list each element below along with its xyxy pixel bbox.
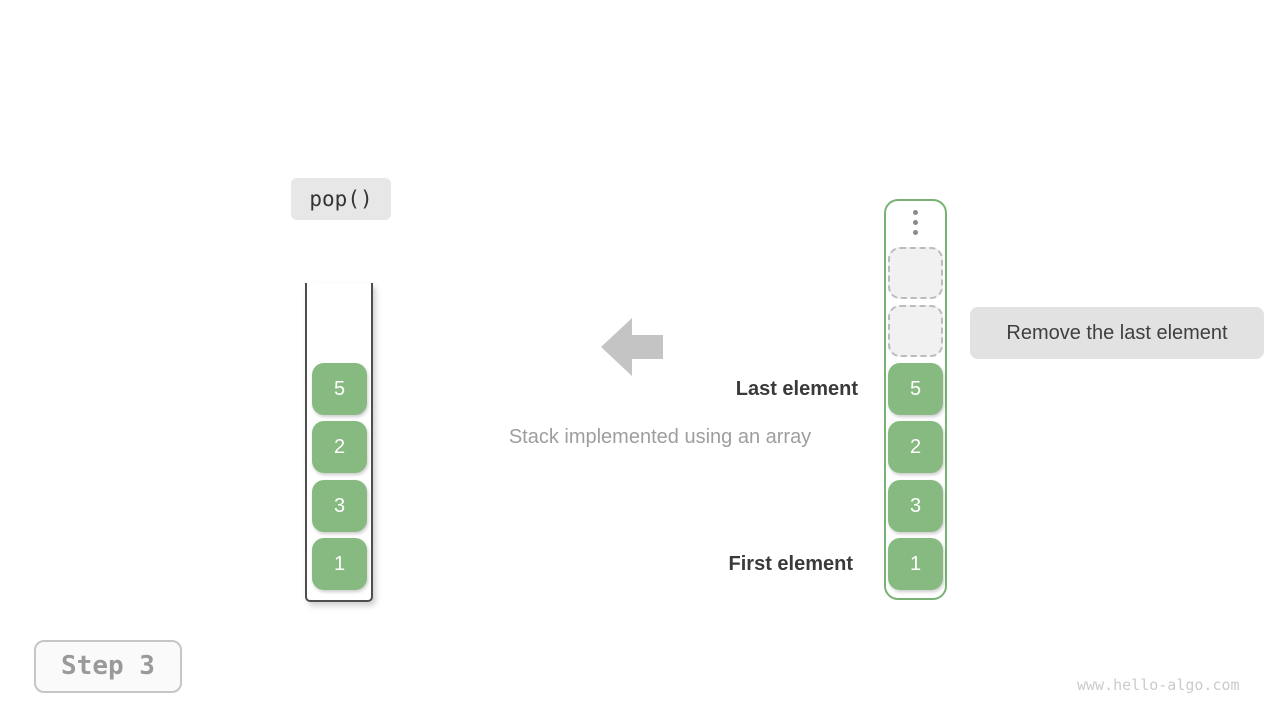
step-indicator: Step 3 <box>34 640 182 693</box>
remove-annotation: Remove the last element <box>970 307 1264 359</box>
stack-cell: 3 <box>312 480 367 532</box>
watermark: www.hello-algo.com <box>1077 676 1240 694</box>
left-arrow-icon <box>601 318 663 376</box>
stack-cell: 5 <box>312 363 367 415</box>
array-cell: 2 <box>888 421 943 473</box>
ellipsis-dot <box>913 230 918 235</box>
last-element-label: Last element <box>735 378 858 400</box>
diagram-caption: Stack implemented using an array <box>508 426 812 448</box>
ellipsis-dot <box>913 210 918 215</box>
pop-operation-label: pop() <box>291 178 391 220</box>
array-empty-slot <box>888 247 943 299</box>
stack-cell: 2 <box>312 421 367 473</box>
array-cell: 5 <box>888 363 943 415</box>
first-element-label: First element <box>728 553 853 575</box>
array-cell: 3 <box>888 480 943 532</box>
ellipsis-dot <box>913 220 918 225</box>
array-empty-slot <box>888 305 943 357</box>
array-container: 5 2 3 1 <box>884 199 947 600</box>
array-cell: 1 <box>888 538 943 590</box>
stack-cell: 1 <box>312 538 367 590</box>
vertical-ellipsis-icon <box>886 210 945 235</box>
stack-container: 5 2 3 1 <box>305 283 373 602</box>
